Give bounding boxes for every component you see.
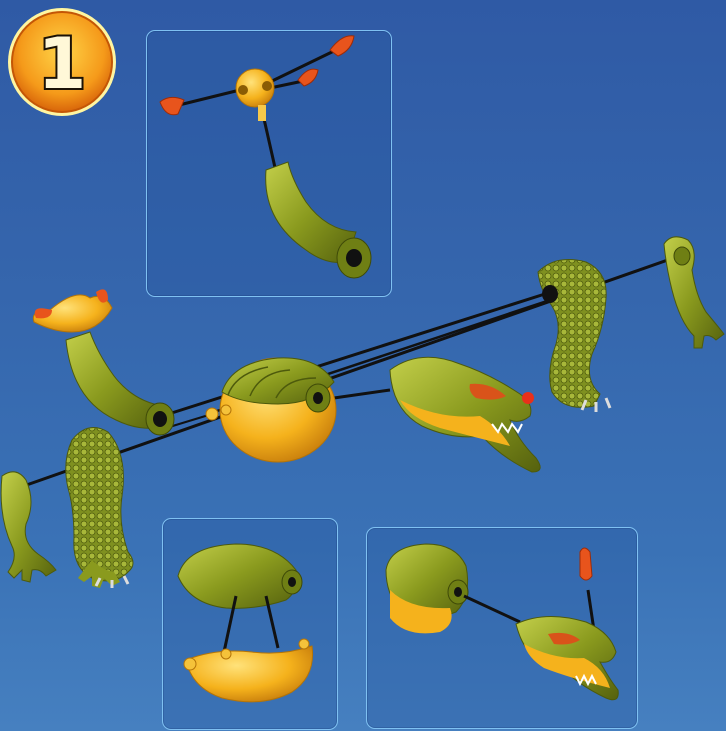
body-shell-halves [178,544,313,702]
right-leg-piece [538,260,610,412]
right-arm-piece [664,237,724,348]
head-with-crest [386,544,618,700]
neck-with-crest-pieces [160,36,371,278]
head-piece [390,357,540,472]
step-number: 1 [4,14,120,114]
neck-piece [33,289,174,435]
body-piece [206,358,336,462]
step-badge: 1 [4,14,120,114]
left-arm-piece [1,472,56,582]
